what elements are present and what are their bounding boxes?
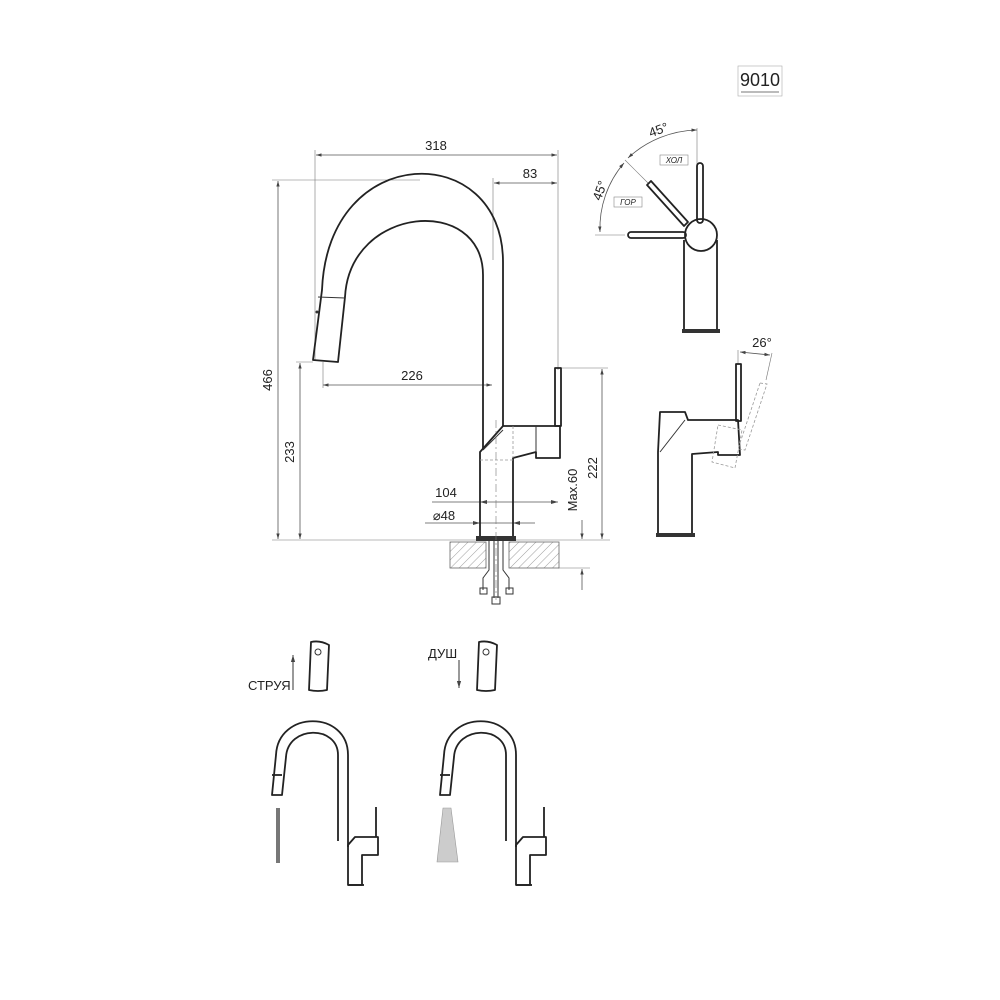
cartridge-circle: [684, 218, 718, 252]
side-lever: [735, 363, 742, 422]
supply-hoses: [479, 541, 514, 605]
lever-hot-position: [627, 231, 687, 239]
model-number: 9010: [740, 70, 780, 90]
label-shower: ДУШ: [428, 646, 457, 661]
spray-button-shower: [476, 640, 498, 692]
label-hot: ГОР: [620, 198, 636, 207]
spout: [312, 172, 504, 450]
dim-max-counter: Max.60: [565, 469, 580, 512]
model-number-block: 9010: [737, 65, 783, 97]
tilt-angle: 26°: [752, 335, 772, 350]
water-stream: [276, 808, 280, 863]
side-view: 26°: [656, 335, 773, 537]
dim-spout-reach: 226: [401, 368, 423, 383]
dim-width-total: 318: [425, 138, 447, 153]
spray-button-stream: [308, 640, 330, 692]
angle-cold: 45°: [647, 119, 671, 140]
rotation-view: 45° 45° ХОЛ ГОР: [589, 119, 720, 333]
lever-mid-position: [646, 180, 689, 227]
dim-height-total: 466: [260, 369, 275, 391]
countertop-left: [449, 541, 487, 569]
faucet-body: [479, 425, 561, 540]
front-view: 318 83 466 233 226 222 Max.60 104 ⌀48: [260, 138, 610, 605]
mode-stream: СТРУЯ: [248, 640, 379, 886]
dim-spout-height: 233: [282, 441, 297, 463]
dim-handle-offset: 83: [523, 166, 537, 181]
dim-body-height: 222: [585, 457, 600, 479]
angle-hot: 45°: [589, 179, 610, 203]
countertop-right: [508, 541, 560, 569]
mode-shower: ДУШ: [428, 640, 547, 886]
label-stream: СТРУЯ: [248, 678, 291, 693]
mini-faucet-stream: [271, 720, 379, 886]
water-spray: [436, 807, 459, 863]
lever-cold-position: [696, 162, 704, 224]
dim-base-diameter: ⌀48: [433, 508, 455, 523]
handle-lever: [554, 367, 562, 427]
dim-base-width: 104: [435, 485, 457, 500]
label-cold: ХОЛ: [665, 156, 683, 165]
side-lever-tilted: [711, 382, 768, 469]
